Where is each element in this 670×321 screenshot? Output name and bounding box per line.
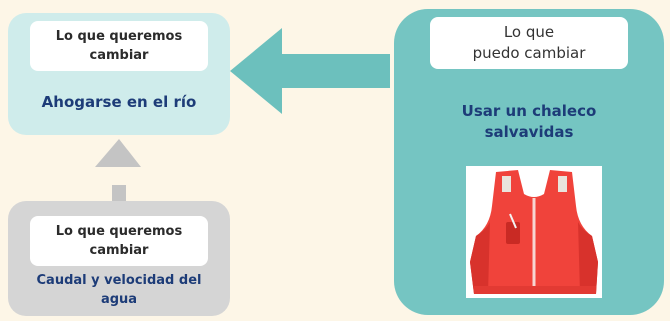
goal-label: Lo que queremos cambiar	[30, 21, 208, 71]
cause-text: Caudal y velocidad del agua	[14, 271, 224, 309]
goal-label-line2: cambiar	[89, 48, 149, 63]
cause-box: Lo que queremos cambiar Caudal y velocid…	[8, 201, 230, 316]
cause-label-line1: Lo que queremos	[55, 224, 183, 239]
cause-label-line2: cambiar	[89, 243, 149, 258]
goal-text: Ahogarse en el río	[41, 93, 197, 111]
life-vest-image	[466, 166, 602, 298]
cause-label: Lo que queremos cambiar	[30, 216, 208, 266]
change-label-line2: puedo cambiar	[472, 44, 586, 62]
goal-box: Lo que queremos cambiar Ahogarse en el r…	[8, 13, 230, 135]
change-text-line1: Usar un chaleco	[461, 102, 597, 120]
change-label: Lo que puedo cambiar	[430, 17, 628, 69]
up-arrow-icon	[95, 139, 141, 203]
cause-text-line1: Caudal y velocidad del	[36, 273, 202, 288]
change-text: Usar un chaleco salvavidas	[404, 101, 654, 143]
left-arrow-icon	[230, 28, 390, 114]
change-text-line2: salvavidas	[484, 123, 574, 141]
goal-label-line1: Lo que queremos	[55, 29, 183, 44]
change-box: Lo que puedo cambiar Usar un chaleco sal…	[394, 9, 664, 315]
change-label-line1: Lo que	[503, 23, 555, 41]
cause-text-line2: agua	[100, 292, 138, 307]
